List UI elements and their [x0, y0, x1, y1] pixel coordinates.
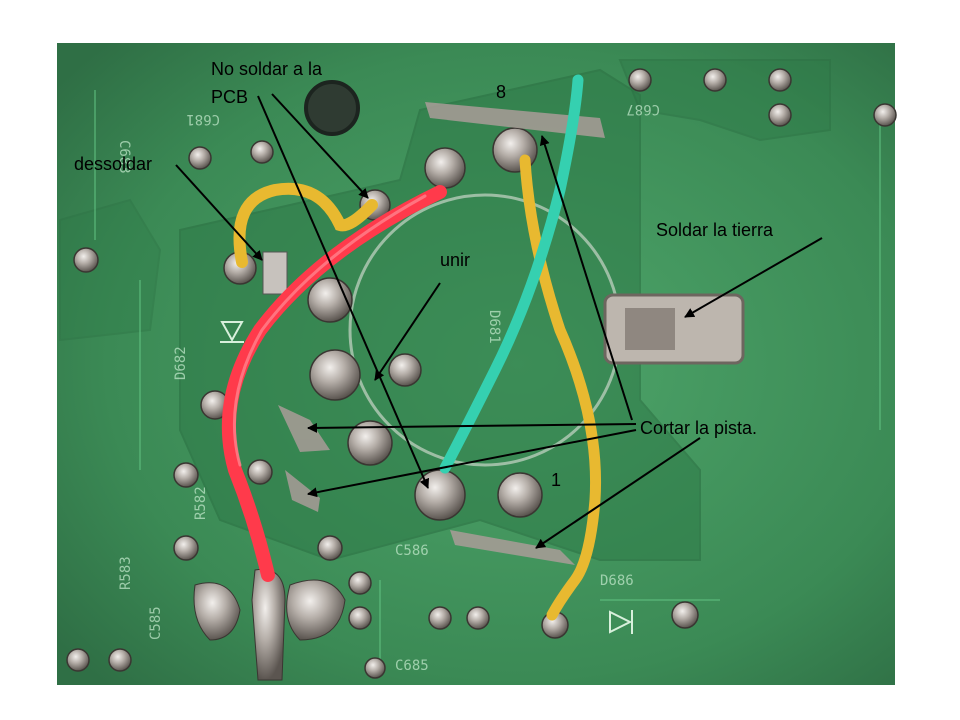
arrow-no-soldar-2 — [257, 95, 430, 489]
yellow-wire-short — [233, 182, 378, 268]
svg-text:C685: C685 — [395, 658, 429, 674]
label-no-soldar-line1: No soldar a la — [211, 59, 323, 79]
label-soldar-tierra: Soldar la tierra — [656, 220, 774, 240]
svg-text:R582: R582 — [193, 486, 209, 520]
cut-track-marks — [278, 102, 605, 565]
bottom-solder-blobs — [193, 568, 346, 681]
arrow-cortar-1 — [539, 135, 633, 421]
label-unir: unir — [440, 250, 471, 270]
arrow-cortar-3 — [307, 429, 637, 498]
svg-text:C585: C585 — [148, 606, 164, 640]
arrow-cortar-2 — [307, 422, 637, 433]
svg-text:R583: R583 — [118, 556, 134, 590]
solder-pads — [66, 68, 897, 679]
ground-pad-inner — [625, 308, 675, 350]
arrow-no-soldar-1 — [271, 93, 369, 199]
arrow-cortar-4 — [535, 437, 701, 549]
svg-text:C683: C683 — [116, 140, 132, 174]
red-wire-highlight — [232, 194, 427, 467]
svg-text:D681: D681 — [486, 310, 502, 344]
arrow-unir — [374, 282, 441, 381]
svg-text:C586: C586 — [395, 543, 429, 559]
label-dessoldar: dessoldar — [74, 154, 153, 174]
pcb-trace-lines — [94, 90, 881, 660]
annotation-arrows — [175, 93, 823, 549]
svg-text:D686: D686 — [600, 573, 634, 589]
svg-text:C681: C681 — [186, 111, 220, 127]
svg-text:D682: D682 — [173, 346, 189, 380]
diode-symbol-right — [609, 610, 633, 634]
label-cortar-pista: Cortar la pista. — [640, 418, 758, 438]
label-pin-1: 1 — [551, 470, 562, 490]
arrow-soldar-tierra — [684, 237, 823, 318]
mounting-hole — [304, 80, 360, 136]
smd-resistor — [262, 251, 288, 295]
svg-text:C687: C687 — [626, 101, 660, 117]
silkscreen-markings: C687 C681 C683 D682 R582 C585 C586 C685 … — [116, 101, 660, 674]
label-pin-8: 8 — [496, 82, 507, 102]
diode-symbol-left — [220, 321, 244, 343]
teal-wire — [439, 74, 584, 474]
label-no-soldar-line2: PCB — [211, 87, 249, 107]
arrow-dessoldar — [175, 164, 263, 261]
